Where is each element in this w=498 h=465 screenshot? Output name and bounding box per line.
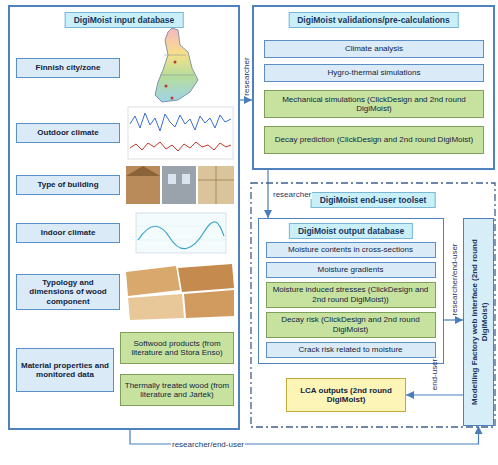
edge-label: end-user <box>430 357 439 391</box>
box-label: Softwood products (from literature and S… <box>124 339 230 358</box>
box-label: Type of building <box>37 180 98 190</box>
finland-map <box>155 28 198 102</box>
box-label: Moisture induced stresses (ClickDesign a… <box>270 285 432 304</box>
box-label: Outdoor climate <box>37 128 98 138</box>
photo <box>162 166 196 204</box>
box-label: Decay prediction (ClickDesign and 2nd ro… <box>275 135 473 145</box>
box-label: Thermally treated wood (from literature … <box>124 381 230 400</box>
indoor-curve <box>138 222 224 249</box>
output-panel: DigiMoist output databaseMoisture conten… <box>258 218 444 364</box>
input-box: Outdoor climate <box>16 123 120 143</box>
city-dot <box>165 85 168 88</box>
output-box: Decay risk (ClickDesign and 2nd round Di… <box>266 312 436 338</box>
photo <box>198 166 234 204</box>
box-label: LCA outputs (2nd round DigiMoist) <box>290 386 402 405</box>
photo-beam <box>216 166 217 204</box>
box-label: Moisture gradients <box>318 265 384 275</box>
building-photos <box>126 166 234 204</box>
database-panel: DigiMoist input databaseFinnish city/zon… <box>8 5 240 430</box>
humidity-line <box>130 113 231 131</box>
plank <box>184 290 234 318</box>
edge-label: researcher <box>242 56 251 96</box>
temperature-line <box>130 142 231 151</box>
dash-dot-border <box>251 183 495 427</box>
process-box: Climate analysis <box>264 40 484 58</box>
process-box: Hygro-thermal simulations <box>264 64 484 82</box>
input-box: Material properties and monitored data <box>16 348 114 392</box>
outdoor-climate-chart <box>128 107 233 159</box>
zone-line <box>160 75 194 76</box>
plank <box>128 294 184 320</box>
output-box: Moisture contents in cross-sections <box>266 242 436 258</box>
box-label: Typology and dimensions of wood componen… <box>20 278 116 307</box>
wood-components <box>126 264 234 320</box>
web-interface-box: Modelling Factory web interface (2nd rou… <box>463 218 494 426</box>
panel-heading: DigiMoist validations/pre-calculations <box>288 12 459 28</box>
box-label: Decay risk (ClickDesign and 2nd round Di… <box>270 315 432 334</box>
box-label: Material properties and monitored data <box>20 361 110 380</box>
map-outline <box>155 28 198 102</box>
box-label: Hygro-thermal simulations <box>328 68 421 78</box>
input-box: Type of building <box>16 175 120 195</box>
box-label: Climate analysis <box>345 44 403 54</box>
source-box: Thermally treated wood (from literature … <box>120 374 234 406</box>
validation-panel: DigiMoist validations/pre-calculationsCl… <box>252 5 495 170</box>
edge-label: researcher/end-user <box>449 242 458 316</box>
grid-line <box>136 240 226 241</box>
vertical-label: Modelling Factory web interface (2nd rou… <box>469 224 488 420</box>
plank <box>178 264 234 292</box>
process-box: Decay prediction (ClickDesign and 2nd ro… <box>264 126 484 154</box>
input-box: Typology and dimensions of wood componen… <box>16 274 120 310</box>
connector-arrow <box>406 394 463 395</box>
photo-roof <box>126 166 160 176</box>
lca-box: LCA outputs (2nd round DigiMoist) <box>286 378 406 412</box>
city-dot <box>171 97 174 100</box>
connector-arrow <box>267 170 268 218</box>
toolset-region: DigiMoist end-user toolsetDigiMoist outp… <box>250 182 496 428</box>
chart-frame <box>128 107 233 159</box>
photo-window <box>168 174 176 184</box>
input-box: Indoor climate <box>16 223 120 243</box>
box-label: Moisture contents in cross-sections <box>288 245 413 255</box>
zone-line <box>164 55 186 56</box>
panel-heading: DigiMoist input database <box>65 12 184 28</box>
panel-heading: DigiMoist end-user toolset <box>311 192 436 208</box>
box-label: Crack risk related to moisture <box>298 345 402 355</box>
indoor-climate-chart <box>136 213 226 253</box>
panel-heading: DigiMoist output database <box>289 223 413 239</box>
grid-line <box>136 226 226 227</box>
output-box: Moisture gradients <box>266 262 436 278</box>
connector-arrow <box>444 319 463 320</box>
plank <box>126 266 180 296</box>
box-label: Indoor climate <box>41 228 96 238</box>
box-label: Finnish city/zone <box>36 63 101 73</box>
photo <box>126 166 160 204</box>
connector-arrow <box>240 99 252 100</box>
chart-frame <box>136 213 226 253</box>
source-box: Softwood products (from literature and S… <box>120 332 234 364</box>
box-label: Mechanical simulations (ClickDesign and … <box>268 95 480 114</box>
photo-window <box>182 174 190 184</box>
edge-label: researcher <box>272 190 312 199</box>
city-dot <box>174 61 177 64</box>
edge-label: researcher/end-user <box>171 440 245 449</box>
process-box: Mechanical simulations (ClickDesign and … <box>264 90 484 118</box>
output-box: Moisture induced stresses (ClickDesign a… <box>266 282 436 308</box>
input-box: Finnish city/zone <box>16 58 120 78</box>
output-box: Crack risk related to moisture <box>266 342 436 358</box>
